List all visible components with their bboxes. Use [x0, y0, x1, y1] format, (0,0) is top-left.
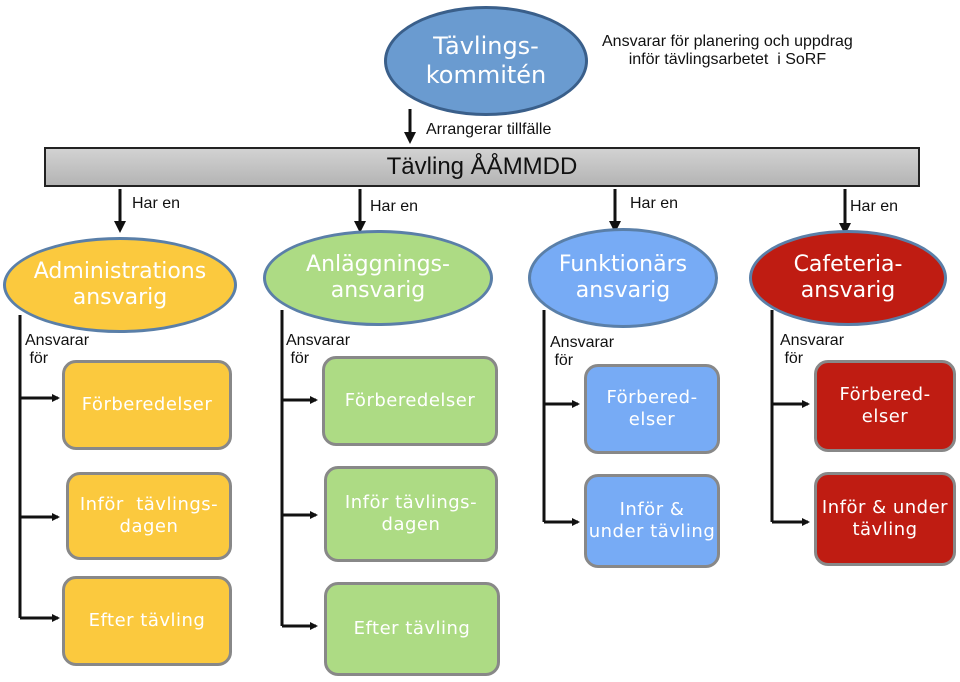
task-facility-day-label: Inför tävlings- dagen: [344, 491, 478, 536]
role-officials-label: Funktionärs ansvarig: [558, 251, 688, 303]
task-cafeteria-day: Inför & under tävling: [814, 472, 956, 566]
role-admin: Administrations ansvarig: [3, 237, 237, 333]
resp-label-facility: Ansvarar för: [286, 332, 351, 368]
event-bar: Tävling ÅÅMMDD: [44, 147, 920, 187]
has-label-cafeteria: Har en: [850, 198, 899, 215]
committee-label: Tävlings- kommitén: [425, 32, 547, 89]
bracket-cafeteria: [770, 310, 810, 526]
committee-ellipse: Tävlings- kommitén: [384, 6, 588, 116]
task-admin-prep: Förberedelser: [62, 360, 232, 450]
task-facility-after-label: Efter tävling: [353, 617, 471, 639]
task-admin-after-label: Efter tävling: [88, 609, 206, 631]
bracket-officials: [542, 310, 580, 526]
task-officials-day-label: Inför & under tävling: [588, 498, 716, 543]
task-officials-day: Inför & under tävling: [584, 474, 720, 568]
task-cafeteria-prep: Förbered- elser: [814, 360, 956, 452]
task-admin-prep-label: Förberedelser: [81, 393, 213, 415]
task-cafeteria-day-label: Inför & under tävling: [821, 496, 949, 541]
task-officials-prep: Förbered- elser: [584, 364, 720, 454]
task-officials-prep-label: Förbered- elser: [606, 386, 698, 431]
has-label-facility: Har en: [370, 198, 419, 215]
has-label-officials: Har en: [630, 195, 679, 212]
resp-label-officials: Ansvarar för: [550, 334, 615, 370]
event-bar-label: Tävling ÅÅMMDD: [386, 153, 578, 180]
role-admin-label: Administrations ansvarig: [33, 258, 207, 310]
role-officials: Funktionärs ansvarig: [528, 228, 718, 328]
role-facility-label: Anläggnings- ansvarig: [306, 251, 450, 303]
committee-responsibility: Ansvarar för planering och uppdrag inför…: [602, 33, 853, 69]
has-label-admin: Har en: [132, 195, 181, 212]
role-cafeteria: Cafeteria- ansvarig: [749, 230, 947, 326]
task-facility-day: Inför tävlings- dagen: [324, 466, 498, 562]
task-facility-after: Efter tävling: [324, 582, 500, 676]
task-admin-after: Efter tävling: [62, 576, 232, 666]
task-admin-day-label: Inför tävlings- dagen: [79, 493, 219, 538]
role-cafeteria-label: Cafeteria- ansvarig: [793, 251, 903, 303]
task-cafeteria-prep-label: Förbered- elser: [839, 383, 931, 428]
bracket-facility: [280, 310, 318, 630]
resp-label-cafeteria: Ansvarar för: [780, 332, 845, 368]
task-facility-prep-label: Förberedelser: [344, 389, 476, 411]
task-facility-prep: Förberedelser: [322, 356, 498, 446]
arranges-label: Arrangerar tillfälle: [426, 121, 552, 138]
task-admin-day: Inför tävlings- dagen: [66, 472, 232, 560]
resp-label-admin: Ansvarar för: [25, 332, 90, 368]
role-facility: Anläggnings- ansvarig: [263, 230, 493, 326]
bracket-admin: [18, 315, 60, 622]
